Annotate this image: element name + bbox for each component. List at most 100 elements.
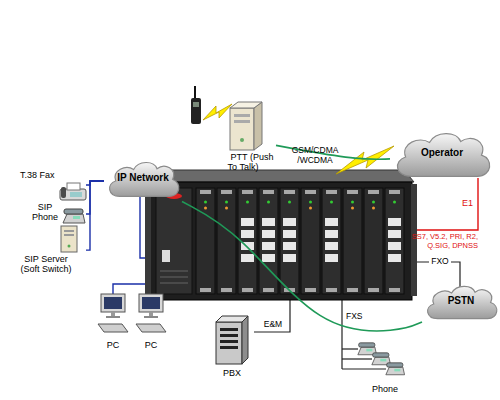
monitor-base [144,316,158,318]
device-illustration [214,312,250,364]
pbx-slot [220,346,238,349]
line-card [217,188,236,294]
drive-bay [64,234,74,236]
line-card [259,188,278,294]
fxs-drop-wire [342,358,372,359]
fax-panel [70,192,82,197]
cloud-label: Operator [390,128,494,178]
connector-line [86,181,104,185]
phone-base [386,367,405,375]
device-illustration [58,182,86,200]
fax-paper [67,183,80,190]
device-icon [63,209,85,223]
telephone-icon [63,209,85,223]
pbx-front [216,322,242,364]
device-illustration [228,100,264,150]
sip-server: SIP Server (Soft Switch) [14,226,86,276]
ip-network-cloud: IP Network [104,158,182,204]
operator-cloud: Operator [390,128,494,186]
gateway-chassis [145,170,417,300]
device-label: PBX [210,368,254,378]
drive-bay [234,120,250,123]
phone-screen [394,369,400,372]
trunk-label: E1 [462,198,476,208]
port-label: FXS [346,312,368,322]
pstn-cloud: PSTN [422,282,500,326]
monitor [101,294,125,312]
fax-machine: T.38 Fax [20,168,86,202]
phone-screen [366,349,372,352]
device-label: T.38 Fax [20,170,66,180]
phone-screen [380,359,386,362]
device-illustration [96,294,130,338]
signaling-label: SS7, V5.2, PRI, R2, Q.SIG, DPNSS [402,233,478,250]
monitor-base [106,316,120,318]
pc: PC [96,294,130,352]
fax-handset [61,187,66,198]
em-wire [254,300,290,332]
monitor-stand [149,312,153,316]
device-icon [61,226,77,252]
telephone-icon [386,363,405,375]
phone-handset [64,209,83,214]
device-label: Phone [355,384,415,394]
device-icon [98,294,128,332]
connector-line [86,181,104,250]
device-illustration [355,340,415,380]
line-card [280,188,299,294]
radio-antenna [194,86,196,98]
vent-slot [160,276,188,278]
pbx: PBX [210,312,254,382]
radio-link-bolt [203,104,232,120]
tower-top [230,102,262,108]
cloud-label: PSTN [422,282,500,320]
power-switch [162,250,170,262]
server-case [61,226,77,252]
pbx-slot [220,334,238,337]
device-label: PC [96,340,130,350]
vent-slot [160,282,188,284]
chassis-front [150,182,412,300]
drive-bay [234,114,250,117]
device-label: PTT (Push To Talk) [210,152,276,172]
device-illustration [134,294,168,338]
phone-handset [387,363,403,367]
phone-screen [73,216,80,219]
connector-line [182,202,422,332]
ptt-server: PTT (Push To Talk) [210,100,276,178]
monitor-screen [104,297,122,309]
fxs-drop-wire [342,348,358,349]
line-card [238,188,257,294]
power-led [240,138,244,142]
device-icon [358,343,405,375]
e1-trunk-wire [412,178,478,230]
keyboard [98,324,128,332]
power-panel [156,188,192,294]
monitor-stand [111,312,115,316]
walkie-talkie [191,86,201,124]
radio-screen [193,102,199,107]
network-type-label: GSM/CDMA /WCDMA [288,146,342,166]
device-illustration [60,226,78,252]
power-led [68,245,71,248]
pc: PC [134,294,168,352]
chassis-top [148,170,414,182]
phone-handset [373,353,389,357]
pbx-slot [220,328,238,331]
device-label: SIP Server (Soft Switch) [14,254,78,274]
line-card [322,188,341,294]
phone-base [63,214,85,223]
monitor-screen [142,297,160,309]
device-label: PC [134,340,168,350]
device-label: SIP Phone [30,202,60,222]
fxs-drop-wire [342,368,386,369]
radio-body [191,98,201,124]
device-icon [136,294,166,332]
device-illustration [62,208,86,224]
line-card [385,188,404,294]
line-card [301,188,320,294]
line-card [343,188,362,294]
port-label: E&M [260,320,286,330]
phone-handset [359,343,375,347]
